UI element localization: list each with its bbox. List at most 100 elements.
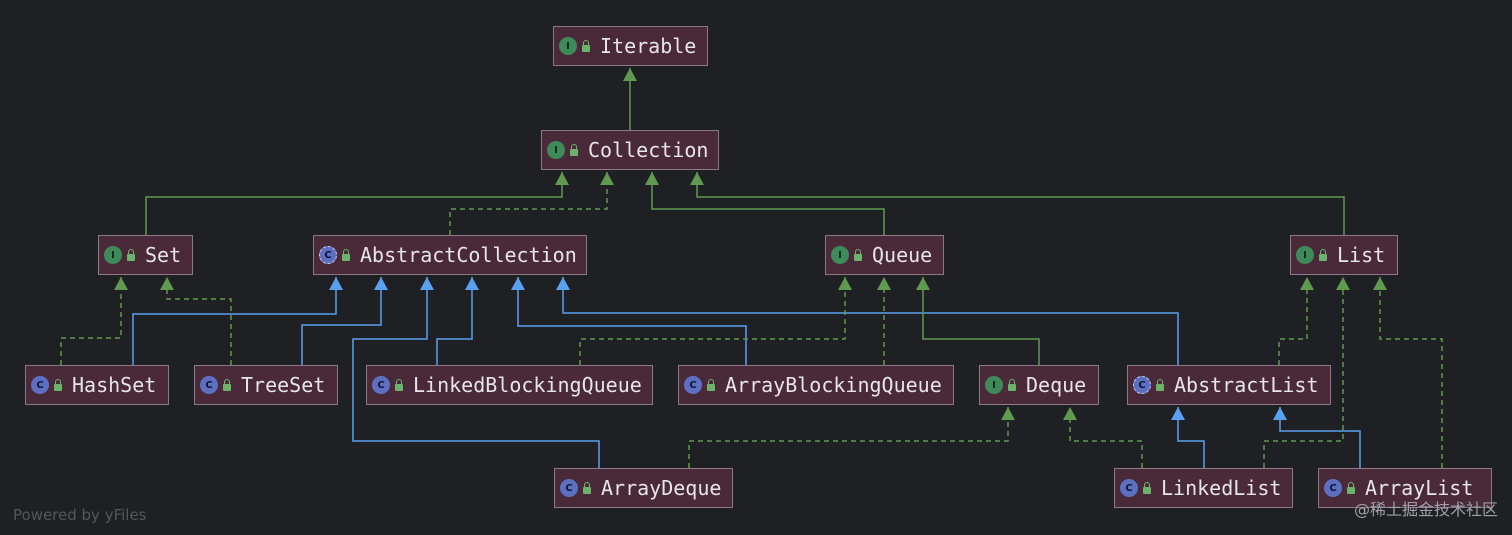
- node-label: Iterable: [600, 34, 697, 58]
- lock-icon: [395, 379, 403, 391]
- lock-icon: [707, 379, 715, 391]
- edge-hashset-abstractcollection-arrowhead: [329, 277, 343, 290]
- lock-icon: [54, 379, 62, 391]
- edge-hashset-set: [60, 277, 122, 365]
- class-icon: C: [684, 376, 702, 394]
- node-linkedlist[interactable]: C LinkedList: [1114, 468, 1293, 508]
- edge-abstractlist-abstractcollection: [562, 277, 1179, 365]
- lock-icon: [1143, 482, 1151, 494]
- node-arraydeque[interactable]: C ArrayDeque: [554, 468, 733, 508]
- node-hashset[interactable]: C HashSet: [25, 365, 169, 405]
- watermark: @稀土掘金技术社区: [1353, 500, 1498, 519]
- edge-collection-iterable-arrowhead: [623, 68, 637, 81]
- edge-treeset-set: [166, 277, 232, 365]
- edge-linkedlist-list: [1263, 277, 1344, 468]
- edge-linkedblockingqueue-abstractcollection-arrowhead: [465, 277, 479, 290]
- node-label: AbstractCollection: [360, 243, 577, 267]
- node-treeset[interactable]: C TreeSet: [194, 365, 338, 405]
- node-label: Set: [145, 243, 182, 267]
- node-abstractlist[interactable]: C AbstractList: [1127, 365, 1331, 405]
- node-label: LinkedBlockingQueue: [413, 373, 642, 397]
- node-abstractcollection[interactable]: C AbstractCollection: [313, 235, 587, 275]
- node-list[interactable]: I List: [1290, 235, 1398, 275]
- lock-icon: [342, 249, 350, 261]
- abstract-class-icon: C: [1133, 376, 1151, 394]
- edge-linkedlist-deque-arrowhead: [1063, 407, 1077, 420]
- edge-treeset-set-arrowhead: [160, 277, 174, 290]
- node-arraylist[interactable]: C ArrayList: [1318, 468, 1492, 508]
- edge-abstractlist-list-arrowhead: [1300, 277, 1314, 290]
- class-icon: C: [31, 376, 49, 394]
- lock-icon: [223, 379, 231, 391]
- edge-abstractlist-abstractcollection-arrowhead: [556, 277, 570, 290]
- class-icon: C: [200, 376, 218, 394]
- edge-linkedlist-abstractlist: [1177, 407, 1205, 468]
- edge-treeset-abstractcollection: [301, 277, 382, 365]
- interface-icon: I: [1296, 246, 1314, 264]
- node-label: Queue: [872, 243, 933, 267]
- class-icon: C: [560, 479, 578, 497]
- edge-arraydeque-abstractcollection-arrowhead: [420, 277, 434, 290]
- edge-arraydeque-deque-arrowhead: [1001, 407, 1015, 420]
- lock-icon: [127, 249, 135, 261]
- node-iterable[interactable]: I Iterable: [553, 26, 708, 66]
- edge-deque-queue: [922, 277, 1040, 365]
- edge-linkedblockingqueue-queue-arrowhead: [838, 277, 852, 290]
- edge-set-collection-arrowhead: [555, 172, 569, 185]
- edge-queue-collection: [651, 172, 885, 235]
- node-label: ArrayBlockingQueue: [725, 373, 942, 397]
- interface-icon: I: [985, 376, 1003, 394]
- node-linkedblockingqueue[interactable]: C LinkedBlockingQueue: [366, 365, 653, 405]
- lock-icon: [570, 144, 578, 156]
- edge-arraydeque-deque: [688, 407, 1009, 468]
- node-set[interactable]: I Set: [98, 235, 193, 275]
- edge-linkedblockingqueue-queue: [579, 277, 846, 365]
- lock-icon: [583, 482, 591, 494]
- node-label: ArrayList: [1365, 476, 1474, 500]
- edge-arrayblockingqueue-abstractcollection-arrowhead: [511, 277, 525, 290]
- interface-icon: I: [104, 246, 122, 264]
- node-queue[interactable]: I Queue: [825, 235, 944, 275]
- edge-arrayblockingqueue-abstractcollection: [517, 277, 747, 365]
- edge-arraylist-abstractlist: [1279, 407, 1361, 468]
- edge-abstractcollection-collection-arrowhead: [600, 172, 614, 185]
- class-icon: C: [372, 376, 390, 394]
- lock-icon: [1156, 379, 1164, 391]
- edge-linkedblockingqueue-abstractcollection: [436, 277, 473, 365]
- node-label: LinkedList: [1161, 476, 1282, 500]
- lock-icon: [582, 40, 590, 52]
- edge-queue-collection-arrowhead: [645, 172, 659, 185]
- node-label: List: [1337, 243, 1386, 267]
- node-label: AbstractList: [1174, 373, 1319, 397]
- edge-list-collection: [696, 172, 1345, 235]
- abstract-class-icon: C: [319, 246, 337, 264]
- powered-by-text: Powered by yFiles: [13, 506, 147, 524]
- node-label: Deque: [1026, 373, 1087, 397]
- edge-list-collection-arrowhead: [690, 172, 704, 185]
- lock-icon: [1347, 482, 1355, 494]
- edge-arraylist-list: [1379, 277, 1443, 468]
- interface-icon: I: [547, 141, 565, 159]
- edge-hashset-set-arrowhead: [114, 277, 128, 290]
- class-icon: C: [1120, 479, 1138, 497]
- edge-abstractcollection-collection: [449, 172, 608, 235]
- edge-treeset-abstractcollection-arrowhead: [374, 277, 388, 290]
- lock-icon: [854, 249, 862, 261]
- node-arrayblockingqueue[interactable]: C ArrayBlockingQueue: [678, 365, 954, 405]
- edge-arraydeque-abstractcollection: [352, 277, 600, 468]
- node-deque[interactable]: I Deque: [979, 365, 1099, 405]
- lock-icon: [1319, 249, 1327, 261]
- edge-deque-queue-arrowhead: [916, 277, 930, 290]
- edge-arraylist-abstractlist-arrowhead: [1273, 407, 1287, 420]
- node-label: HashSet: [72, 373, 157, 397]
- node-label: TreeSet: [241, 373, 326, 397]
- edge-abstractlist-list: [1278, 277, 1308, 365]
- edge-linkedlist-list-arrowhead: [1336, 277, 1350, 290]
- interface-icon: I: [831, 246, 849, 264]
- node-collection[interactable]: I Collection: [541, 130, 719, 170]
- edge-linkedlist-deque: [1069, 407, 1143, 468]
- edge-hashset-abstractcollection: [132, 277, 337, 365]
- edge-arrayblockingqueue-queue-arrowhead: [877, 277, 891, 290]
- class-icon: C: [1324, 479, 1342, 497]
